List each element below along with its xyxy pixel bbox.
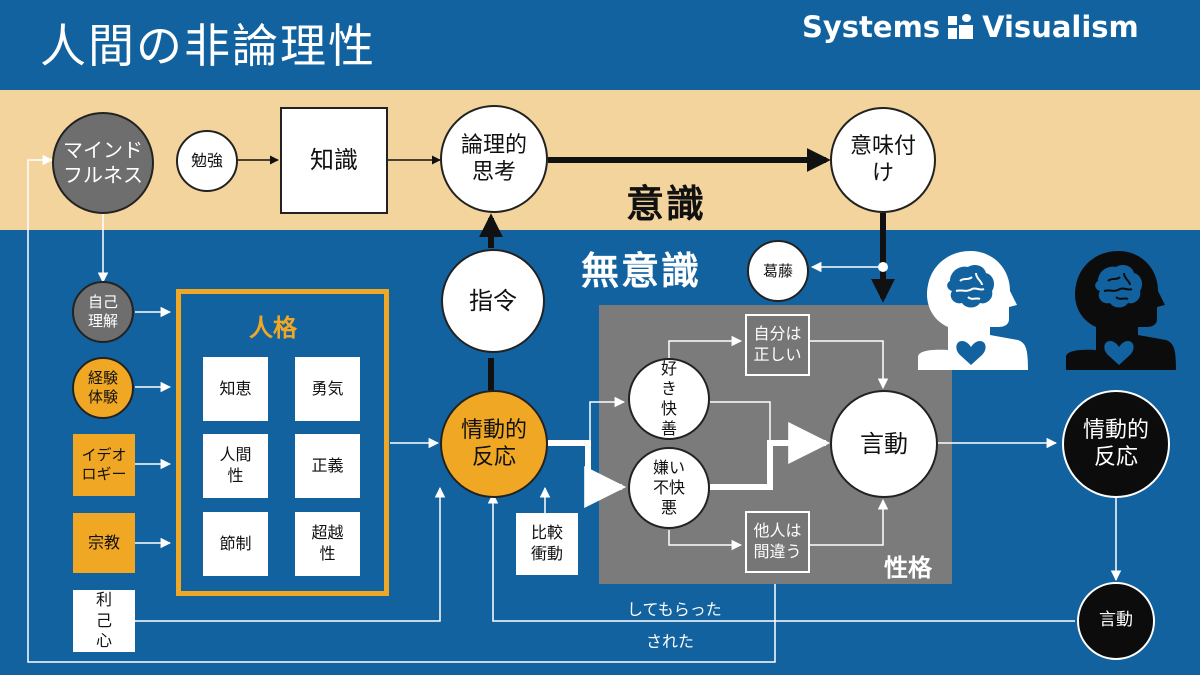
- edge-emotion-dislike: [548, 440, 627, 508]
- node-ideology: イデオロギー: [73, 434, 135, 496]
- label-unconscious: 無意識: [581, 249, 702, 293]
- label-done-to: された: [646, 632, 695, 651]
- virtue-transcendence: 超越性: [295, 512, 360, 576]
- node-dislike: 嫌い不快悪: [628, 447, 710, 529]
- label-persona: 人格: [249, 314, 297, 342]
- node-knowledge: 知識: [280, 107, 388, 214]
- virtue-wisdom: 知恵: [203, 357, 268, 421]
- node-experience: 経験体験: [72, 357, 134, 419]
- node-other-speech-action: 言動: [1077, 582, 1155, 660]
- edge-selfish-emotion: [135, 486, 446, 622]
- node-mindfulness: マインドフルネス: [52, 112, 154, 214]
- edge-loop-back: [27, 154, 776, 663]
- virtue-courage: 勇気: [295, 357, 360, 421]
- node-speech-action: 言動: [830, 390, 938, 498]
- edge-feedback: [487, 492, 1075, 622]
- brand-right-text: Visualism: [982, 10, 1139, 44]
- brand-logo: Systems Visualism: [802, 8, 1139, 46]
- node-other-emotional-reaction: 情動的反応: [1062, 390, 1170, 498]
- persona-frame: [176, 289, 389, 596]
- label-personality: 性格: [884, 554, 932, 582]
- node-command: 指令: [441, 249, 545, 353]
- virtue-temperance: 節制: [203, 512, 268, 576]
- node-others-wrong: 他人は間違う: [745, 511, 810, 573]
- label-received: してもらった: [627, 600, 722, 619]
- virtue-justice: 正義: [295, 434, 360, 498]
- node-self-understanding: 自己理解: [72, 281, 134, 343]
- page-title: 人間の非論理性: [40, 19, 376, 73]
- node-study: 勉強: [176, 130, 238, 192]
- brand-mark-icon: [948, 14, 974, 40]
- label-conscious: 意識: [626, 182, 707, 226]
- node-emotional-reaction: 情動的反応: [440, 390, 548, 498]
- node-logical-thinking: 論理的思考: [440, 105, 548, 213]
- node-selfishness: 利己心: [73, 590, 135, 652]
- node-religion: 宗教: [73, 513, 135, 573]
- brand-left-text: Systems: [802, 10, 941, 44]
- node-meaning: 意味付け: [830, 107, 936, 213]
- node-like: 好き快善: [628, 358, 710, 440]
- virtue-humanity: 人間性: [203, 434, 268, 498]
- head-brain-heart-icon-black: [1066, 250, 1176, 370]
- head-brain-heart-icon-white: [918, 250, 1028, 370]
- edge-dislike-speech: [710, 422, 831, 490]
- node-self-right: 自分は正しい: [745, 314, 810, 376]
- node-comparison: 比較衝動: [516, 513, 578, 575]
- node-conflict: 葛藤: [747, 240, 809, 302]
